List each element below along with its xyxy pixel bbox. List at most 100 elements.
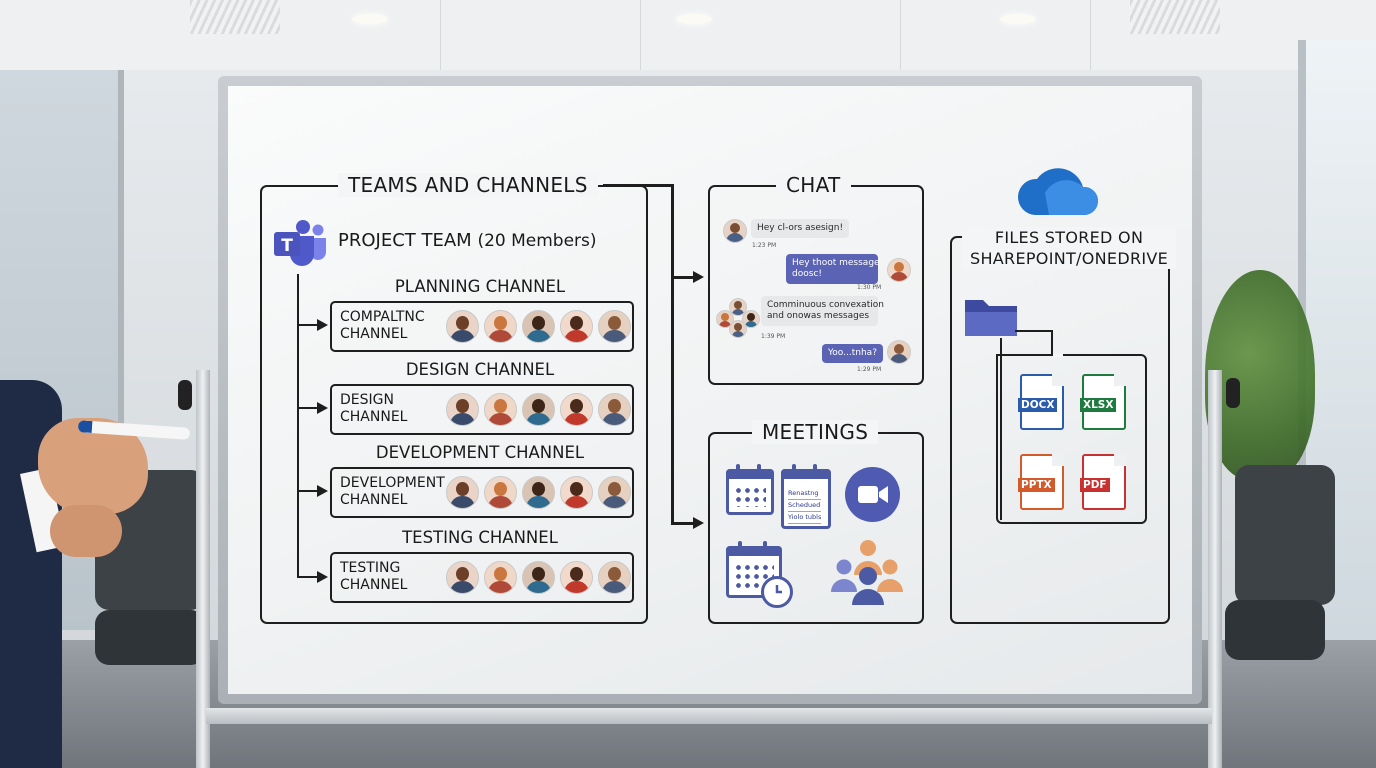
clock-icon <box>761 576 793 608</box>
member-avatars <box>446 561 631 594</box>
message-timestamp: 1:39 PM <box>761 333 786 340</box>
meetings-title: MEETINGS <box>752 420 879 444</box>
connector-line <box>671 522 695 525</box>
whiteboard-stand-left <box>196 370 210 768</box>
ceiling-light <box>352 14 388 24</box>
member-avatars <box>446 393 631 426</box>
chat-message: Yoo...tnha? <box>822 344 883 363</box>
channel-heading-development: DEVELOPMENT CHANNEL <box>375 443 585 462</box>
group-avatars <box>716 298 760 338</box>
avatar <box>484 561 517 594</box>
teams-logo-icon: T <box>274 220 326 266</box>
connector-line <box>671 276 695 279</box>
channel-tree-line <box>297 274 299 578</box>
channel-heading-design: DESIGN CHANNEL <box>405 360 555 379</box>
avatar <box>446 393 479 426</box>
avatar <box>887 258 911 282</box>
ceiling-grid-line <box>640 0 641 70</box>
calendar-icon <box>726 464 774 515</box>
office-chair-seat <box>95 610 205 665</box>
member-avatars <box>446 476 631 509</box>
avatar <box>723 219 747 243</box>
arrow-right-icon <box>317 319 328 331</box>
avatar <box>446 310 479 343</box>
folder-tree-line <box>1051 330 1053 354</box>
connector-line <box>603 184 673 187</box>
member-avatars <box>446 310 631 343</box>
office-chair <box>1235 465 1335 605</box>
project-team-label: PROJECT TEAM (20 Members) <box>338 230 597 251</box>
ceiling-vent <box>1130 0 1220 34</box>
files-container <box>996 354 1147 524</box>
avatar <box>887 340 911 364</box>
onedrive-cloud-icon <box>1017 168 1099 215</box>
avatar <box>560 476 593 509</box>
message-timestamp: 1:30 PM <box>857 284 882 291</box>
avatar <box>446 561 479 594</box>
pdf-file-icon[interactable]: PDF <box>1080 454 1126 510</box>
arrow-right-icon <box>317 571 328 583</box>
arrow-right-icon <box>317 485 328 497</box>
folder-tree-line <box>1015 330 1053 332</box>
avatar <box>560 310 593 343</box>
whiteboard-knob <box>178 380 192 410</box>
ceiling-grid-line <box>900 0 901 70</box>
avatar <box>742 310 760 328</box>
ceiling-light <box>676 14 712 24</box>
avatar <box>522 393 555 426</box>
avatar <box>560 561 593 594</box>
whiteboard-knob <box>1226 378 1240 408</box>
avatar <box>729 298 747 316</box>
avatar <box>598 561 631 594</box>
schedule-calendar-icon: Renastng Schedued Yiolo tubls <box>781 464 831 529</box>
svg-text:T: T <box>281 236 293 256</box>
avatar <box>522 561 555 594</box>
arrow-right-icon <box>693 517 704 529</box>
channel-branch <box>297 407 319 409</box>
pptx-file-icon[interactable]: PPTX <box>1018 454 1064 510</box>
docx-file-icon[interactable]: DOCX <box>1018 374 1064 430</box>
channel-branch <box>297 490 319 492</box>
avatar <box>484 476 517 509</box>
xlsx-file-icon[interactable]: XLSX <box>1080 374 1126 430</box>
avatar <box>598 393 631 426</box>
folder-tree-line <box>1000 338 1002 520</box>
channel-branch <box>297 576 319 578</box>
message-timestamp: 1:29 PM <box>857 366 882 373</box>
avatar <box>598 310 631 343</box>
presenter-hand <box>50 505 122 557</box>
avatar <box>522 476 555 509</box>
people-group-icon <box>831 540 903 605</box>
message-timestamp: 1:23 PM <box>752 242 777 249</box>
connector-line <box>671 184 674 524</box>
folder-icon <box>965 300 1017 336</box>
arrow-right-icon <box>693 271 704 283</box>
avatar <box>560 393 593 426</box>
avatar <box>446 476 479 509</box>
whiteboard-stand-right <box>1208 370 1222 768</box>
whiteboard-stand-bar <box>206 708 1212 724</box>
ceiling-grid-line <box>1090 0 1091 70</box>
channel-heading-testing: TESTING CHANNEL <box>402 528 558 547</box>
arrow-right-icon <box>317 402 328 414</box>
plant <box>1205 270 1315 480</box>
channel-heading-planning: PLANNING CHANNEL <box>394 277 566 296</box>
avatar <box>484 310 517 343</box>
schedule-lines: Renastng Schedued Yiolo tubls <box>788 488 822 524</box>
ceiling-light <box>1000 14 1036 24</box>
channel-branch <box>297 324 319 326</box>
avatar <box>729 320 747 338</box>
teams-channels-title: TEAMS AND CHANNELS <box>338 173 598 197</box>
video-camera-icon <box>845 467 900 522</box>
